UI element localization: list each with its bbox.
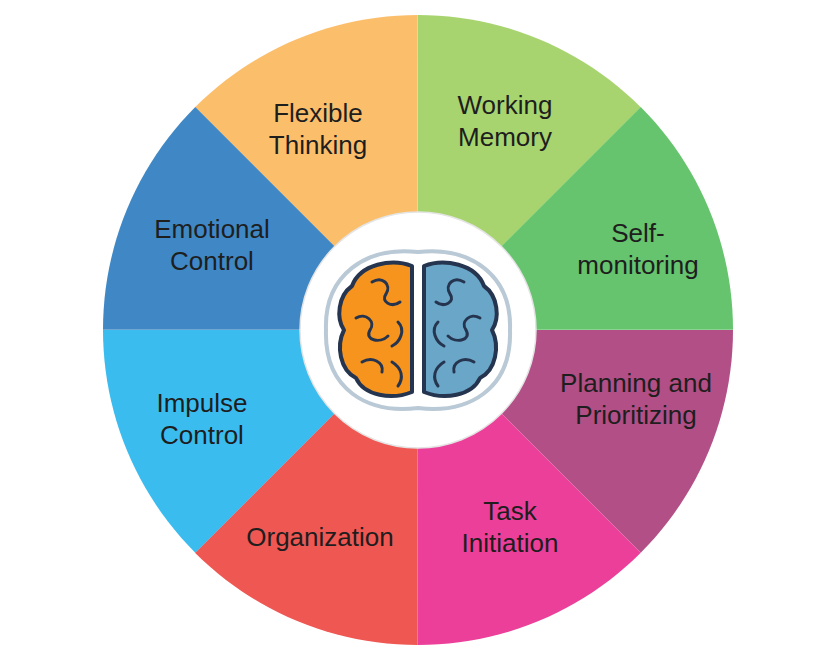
sector-fill (195, 15, 418, 330)
brain-halo (326, 251, 510, 409)
sector-shape (195, 15, 418, 330)
wheel-sector: Planning and Prioritizing (418, 330, 733, 553)
center-disc (300, 212, 536, 448)
sector-fill (418, 15, 641, 330)
sector-label: Planning and Prioritizing (556, 368, 716, 431)
sector-label: Working Memory (420, 90, 590, 153)
sector-label: Impulse Control (132, 388, 272, 451)
sector-fill (418, 330, 733, 553)
wheel-sector: Working Memory (418, 15, 641, 330)
sector-fill (418, 107, 733, 330)
sector-fill (103, 107, 418, 330)
wheel-sector: Organization (195, 330, 418, 645)
sector-label: Flexible Thinking (243, 98, 393, 161)
brain-left-hemisphere (339, 263, 412, 396)
sector-label: Self-monitoring (563, 218, 713, 281)
sector-shape (418, 15, 641, 330)
sector-fill (418, 330, 641, 645)
wheel-sector: Impulse Control (103, 330, 418, 553)
sector-shape (195, 330, 418, 645)
brain-folds (356, 280, 480, 386)
sector-fill (103, 330, 418, 553)
sector-label: Organization (220, 522, 420, 554)
wheel-sector: Emotional Control (103, 107, 418, 330)
wheel-sector: Flexible Thinking (195, 15, 418, 330)
sector-fill (195, 330, 418, 645)
sector-shape (103, 330, 418, 553)
sector-label: Task Initiation (440, 496, 580, 559)
sector-shape (418, 330, 733, 553)
sector-label: Emotional Control (132, 214, 292, 277)
brain-right-hemisphere (424, 263, 497, 396)
